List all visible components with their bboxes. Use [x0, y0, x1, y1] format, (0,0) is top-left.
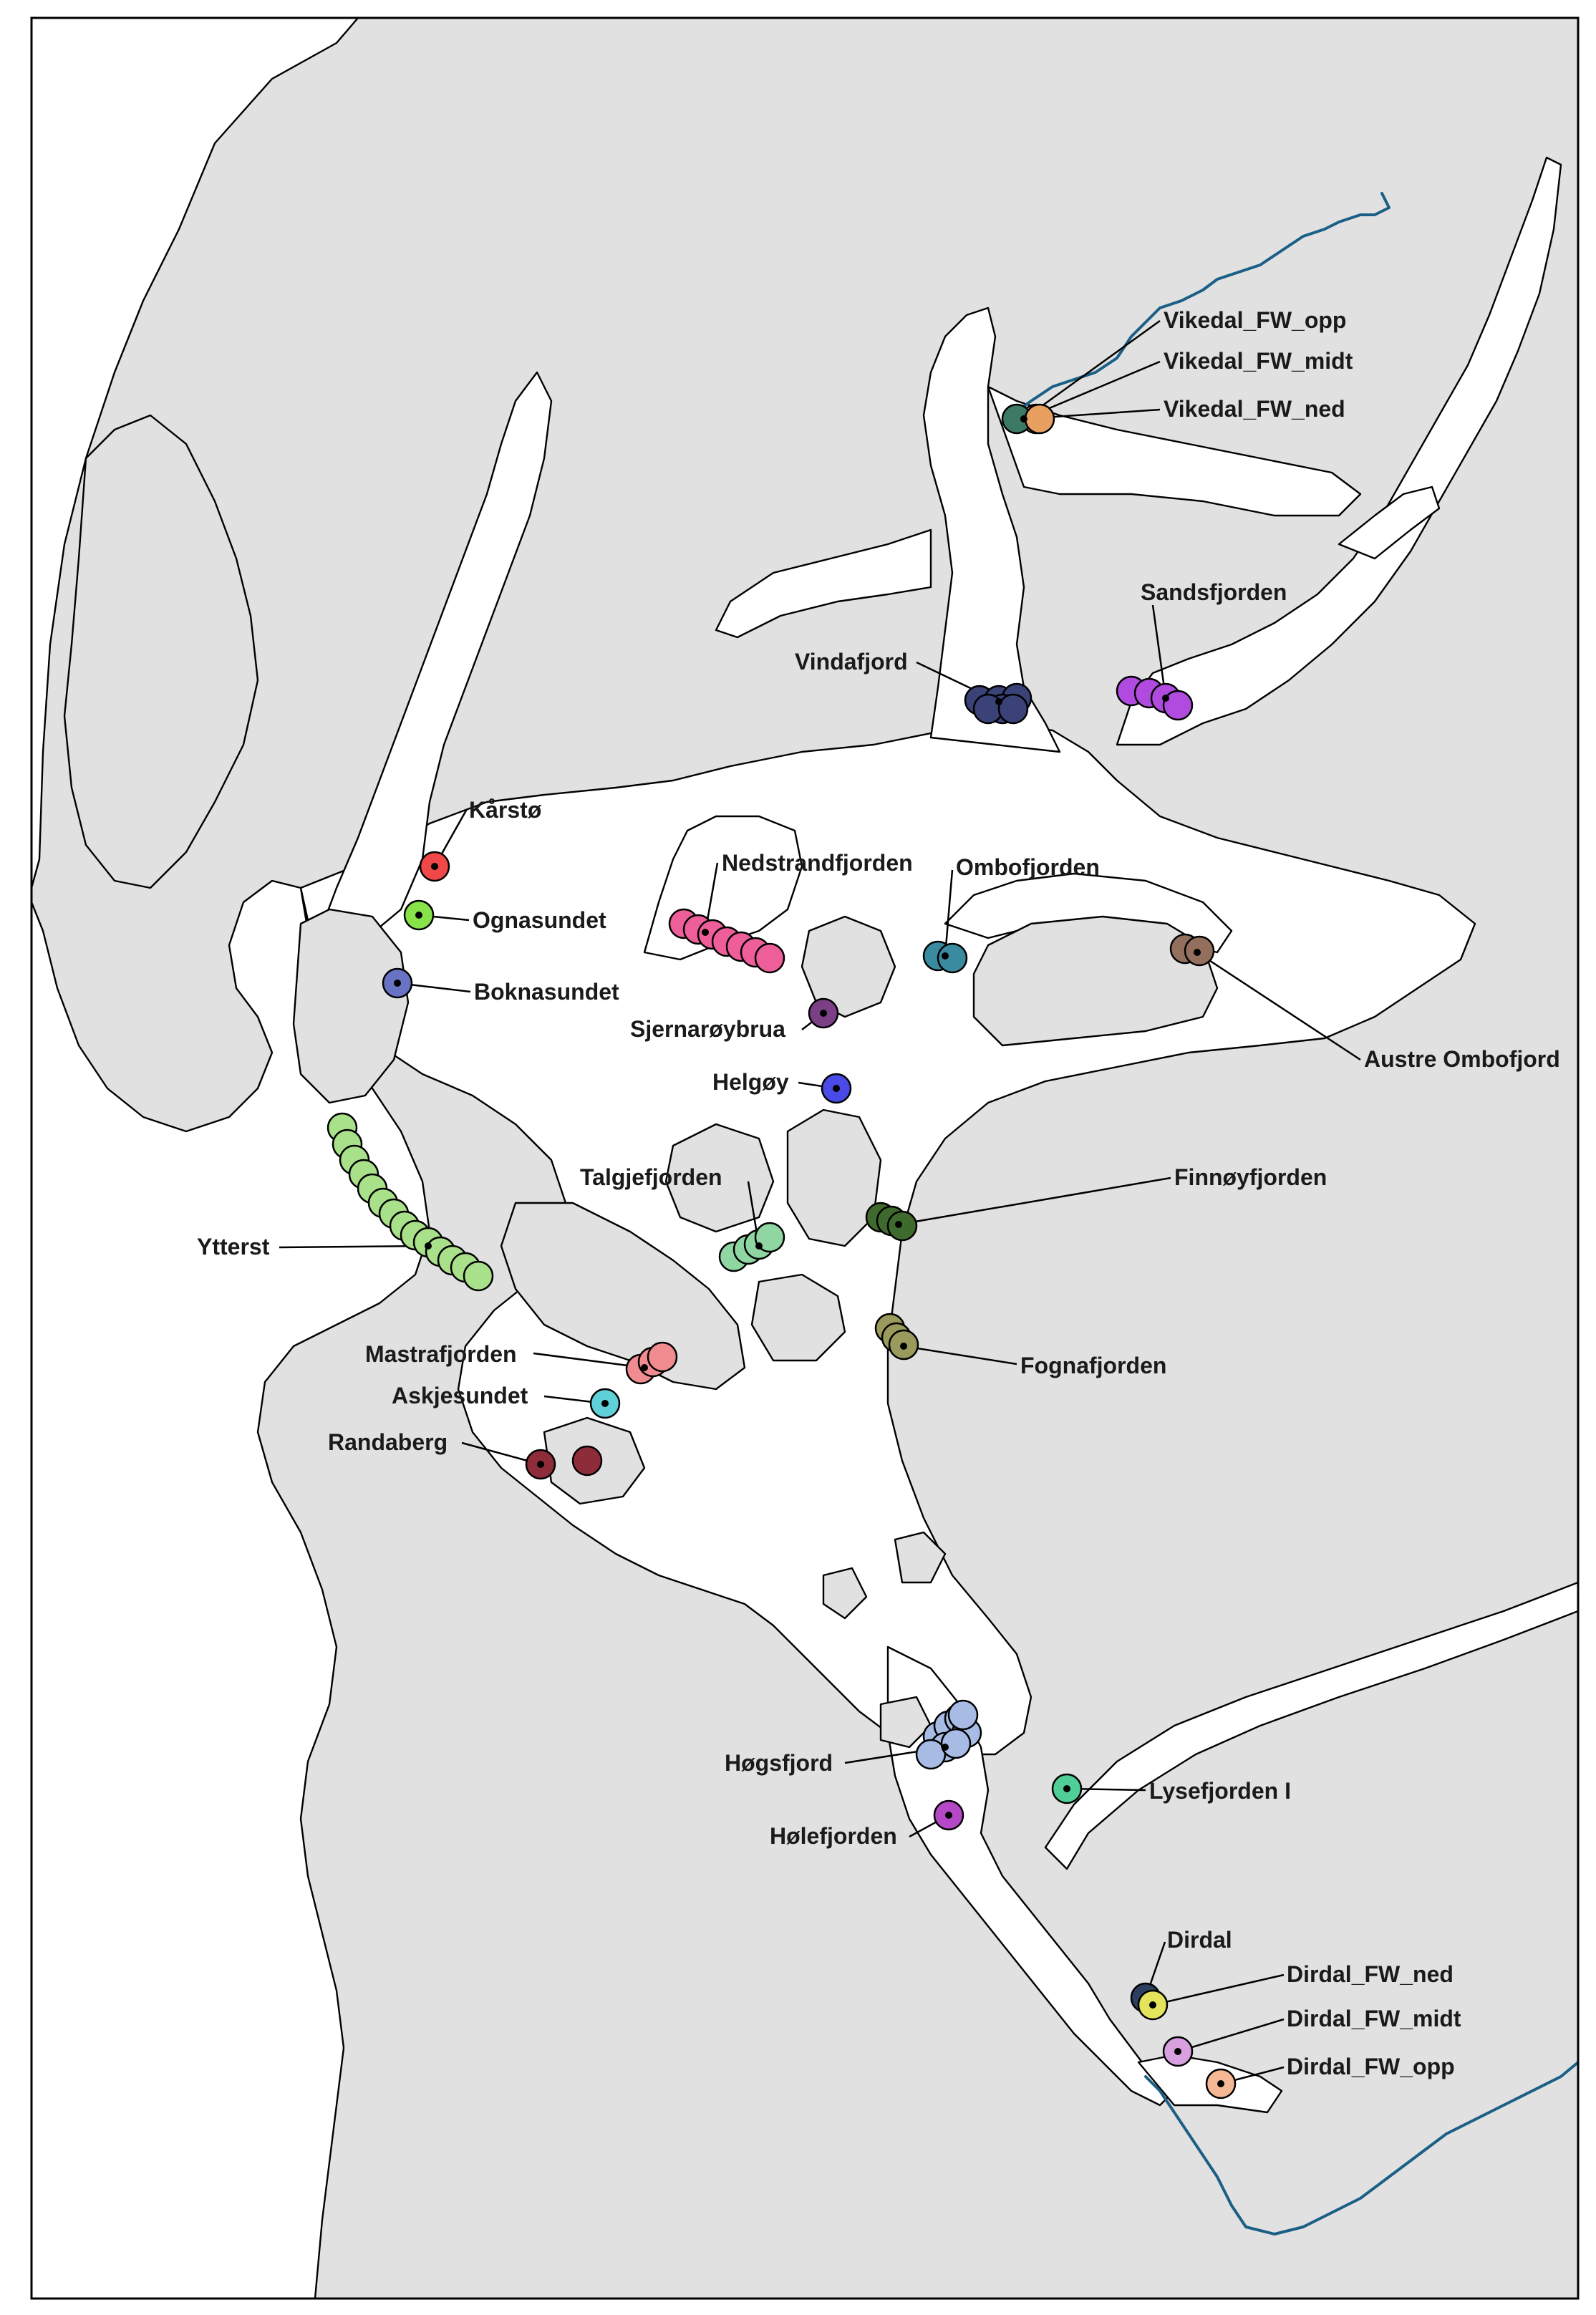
- label-austre-ombofjord: Austre Ombofjord: [1364, 1046, 1560, 1072]
- site-marker-mastrafjorden[interactable]: [647, 1341, 678, 1373]
- leader-fognafjorden: [903, 1345, 1017, 1366]
- anchor-dot-lysefjorden-i: [1063, 1785, 1070, 1792]
- talgje-island: [664, 1123, 775, 1233]
- anchor-dot-dirdal-fw-ned: [1149, 2001, 1156, 2009]
- anchor-dot-nedstrandfjorden: [702, 929, 709, 936]
- label-boknasundet: Boknasundet: [474, 979, 619, 1005]
- anchor-dot-dirdal-fw-midt: [1174, 2048, 1181, 2055]
- label-vikedal-fw-opp: Vikedal_FW_opp: [1164, 307, 1346, 333]
- leader-ytterst: [279, 1245, 429, 1249]
- label-ombofjorden: Ombofjorden: [956, 854, 1100, 880]
- leader-dirdal-fw-ned: [1152, 1973, 1285, 2006]
- anchor-dot-helgoy: [833, 1085, 840, 1092]
- site-marker-finnoyfjorden[interactable]: [886, 1210, 918, 1242]
- anchor-dot-fognafjorden: [900, 1343, 907, 1350]
- vindafjord-arm: [922, 306, 1061, 753]
- label-fognafjorden: Fognafjorden: [1020, 1353, 1166, 1378]
- anchor-dot-hogsfjord: [942, 1744, 949, 1751]
- anchor-dot-austre-ombofjord: [1194, 949, 1201, 956]
- label-sandsfjorden: Sandsfjorden: [1141, 579, 1287, 605]
- anchor-dot-askjesundet: [601, 1400, 609, 1407]
- site-marker-hogsfjord[interactable]: [947, 1699, 979, 1731]
- leader-sandsfjorden: [1151, 604, 1167, 699]
- dirdal-river: [1144, 2061, 1578, 2236]
- anchor-dot-boknasundet: [394, 980, 401, 987]
- site-marker-sandsfjorden[interactable]: [1162, 690, 1194, 721]
- rennesoy-island: [500, 1202, 746, 1391]
- anchor-dot-holefjorden: [945, 1812, 952, 1819]
- site-marker-randaberg[interactable]: [571, 1445, 603, 1477]
- label-nedstrandfjorden: Nedstrandfjorden: [722, 850, 913, 876]
- label-dirdal-fw-midt: Dirdal_FW_midt: [1287, 2006, 1461, 2031]
- anchor-dot-randaberg: [537, 1461, 544, 1468]
- site-marker-nedstrandfjorden[interactable]: [754, 942, 785, 974]
- anchor-dot-ognasundet: [415, 912, 422, 919]
- label-helgoy: Helgøy: [712, 1069, 789, 1095]
- leader-austre-ombofjord: [1196, 951, 1361, 1061]
- label-talgjefjorden: Talgjefjorden: [580, 1164, 722, 1190]
- fogn-island: [750, 1273, 846, 1362]
- leader-vikedal-fw-opp: [1023, 319, 1161, 420]
- anchor-dot-sjernaroybrua: [820, 1010, 827, 1017]
- label-sjernaroybrua: Sjernarøybrua: [630, 1016, 785, 1042]
- vikedal-arm: [987, 385, 1362, 517]
- label-vindafjord: Vindafjord: [795, 649, 908, 675]
- anchor-dot-ombofjorden: [942, 952, 949, 960]
- sjernaroy-islands: [801, 915, 896, 1018]
- label-ognasundet: Ognasundet: [473, 907, 606, 933]
- sample-sites: [279, 319, 1361, 2099]
- leader-finnoyfjorden: [898, 1176, 1171, 1226]
- leader-dirdal-fw-midt: [1177, 2018, 1285, 2053]
- anchor-dot-vindafjord: [995, 698, 1002, 705]
- anchor-dot-ytterst: [425, 1242, 432, 1250]
- open-sea: [32, 18, 359, 889]
- site-marker-vindafjord[interactable]: [997, 693, 1029, 725]
- label-vikedal-fw-midt: Vikedal_FW_midt: [1164, 348, 1353, 374]
- label-mastrafjorden: Mastrafjorden: [365, 1341, 517, 1367]
- labels: Vikedal_FW_opp Vikedal_FW_midt Vikedal_F…: [197, 307, 1560, 2079]
- label-holefjorden: Hølefjorden: [770, 1823, 897, 1849]
- anchor-dot-talgjefjorden: [755, 1242, 763, 1250]
- label-lysefjorden-i: Lysefjorden I: [1149, 1778, 1291, 1804]
- label-randaberg: Randaberg: [328, 1429, 448, 1455]
- label-hogsfjord: Høgsfjord: [725, 1750, 833, 1776]
- label-askjesundet: Askjesundet: [392, 1383, 528, 1408]
- small-island-2: [822, 1567, 868, 1620]
- site-marker-ytterst[interactable]: [463, 1260, 494, 1292]
- bokn-island: [292, 908, 410, 1104]
- vindafjord-west-arm: [715, 528, 932, 639]
- anchor-dot-finnoyfjorden: [895, 1221, 902, 1228]
- anchor-dot-sandsfjorden: [1162, 695, 1169, 702]
- anchor-dot-dirdal-fw-opp: [1217, 2080, 1224, 2087]
- label-karsto: Kårstø: [469, 797, 542, 823]
- karmsund-channel: [314, 371, 553, 947]
- label-vikedal-fw-ned: Vikedal_FW_ned: [1164, 396, 1345, 422]
- label-dirdal-fw-ned: Dirdal_FW_ned: [1287, 1961, 1454, 1987]
- label-dirdal: Dirdal: [1167, 1927, 1232, 1953]
- site-marker-talgjefjorden[interactable]: [754, 1222, 785, 1253]
- anchor-dot-mastrafjorden: [641, 1364, 648, 1371]
- anchor-dot-karsto: [431, 863, 438, 870]
- label-dirdal-fw-opp: Dirdal_FW_opp: [1287, 2054, 1455, 2079]
- site-marker-ombofjorden[interactable]: [937, 942, 968, 974]
- site-marker-hogsfjord[interactable]: [940, 1728, 972, 1759]
- anchor-dot-vikedal-fw-ned: [1020, 415, 1027, 422]
- small-island-1: [894, 1531, 947, 1584]
- ombo-island: [972, 915, 1219, 1047]
- karmoy-island: [63, 414, 259, 889]
- sandsfjorden-branch: [1338, 485, 1441, 560]
- label-ytterst: Ytterst: [197, 1234, 270, 1260]
- label-finnoyfjorden: Finnøyfjorden: [1174, 1164, 1327, 1190]
- leader-ombofjorden: [944, 869, 954, 957]
- site-marker-vikedal-fw-ned[interactable]: [1024, 403, 1055, 435]
- small-island-3: [879, 1696, 932, 1749]
- map-frame: [30, 16, 1580, 2300]
- leader-mastrafjorden: [533, 1352, 645, 1369]
